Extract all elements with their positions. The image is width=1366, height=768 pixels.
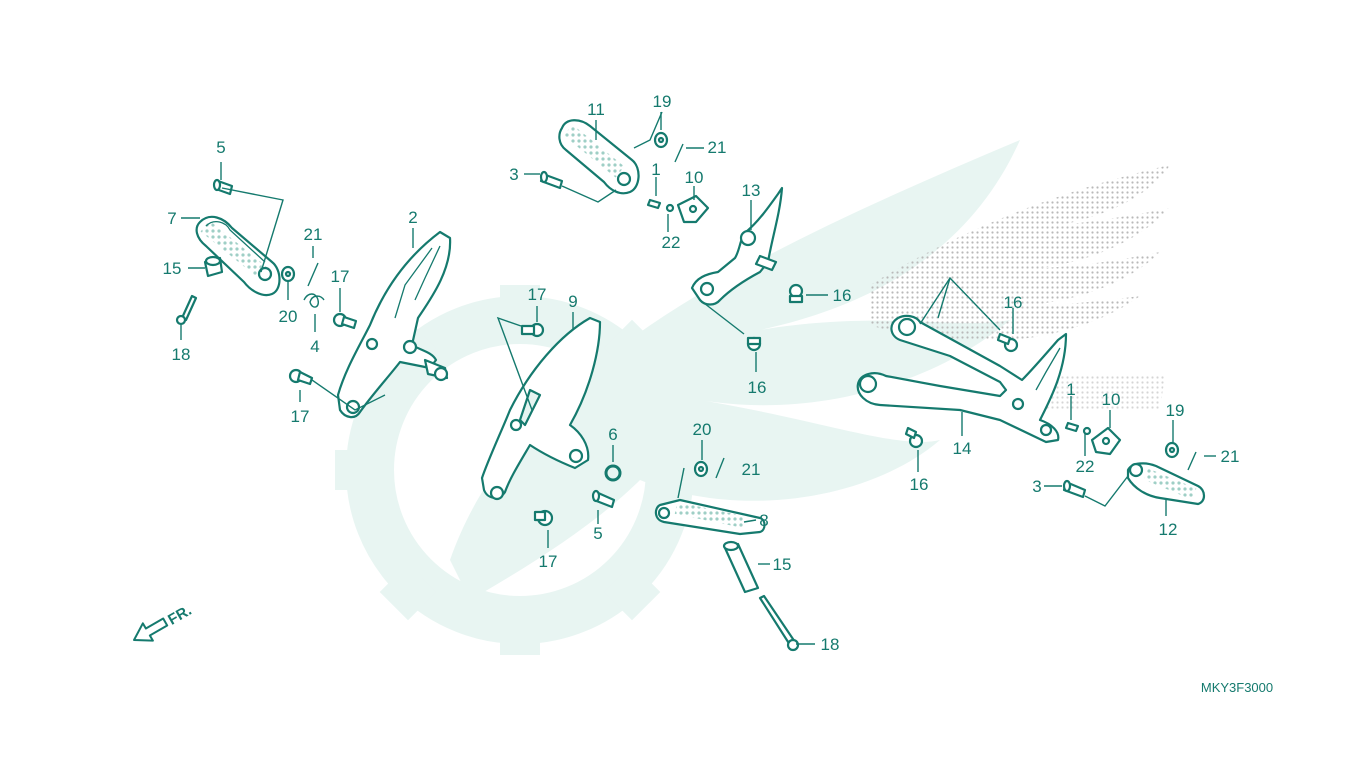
callout-11: 11 [587,100,605,119]
callout-22-right: 22 [1076,457,1095,476]
callout-20-left: 20 [279,307,298,326]
callout-13: 13 [742,181,761,200]
callout-16-right-top: 16 [1004,293,1023,312]
bolt-18-center [758,594,800,652]
callout-19-top: 19 [653,92,672,111]
pin-5-left [212,178,234,196]
callout-7: 7 [167,209,176,228]
ball-1-top [646,198,662,210]
bracket-9 [480,316,602,501]
callout-4: 4 [310,337,319,356]
callout-21-center: 21 [742,460,761,479]
passenger-footpeg-11 [558,119,640,195]
diagram-code: MKY3F3000 [1201,680,1273,695]
callout-10-right: 10 [1102,390,1121,409]
callout-21-right: 21 [1221,447,1240,466]
bolt-17-left-top [332,312,358,330]
washer-20-left [280,265,296,283]
ball-22-top [665,203,675,213]
collar-15-left [203,255,224,278]
bolt-17-center-bottom [533,509,554,527]
right-footpeg-8 [654,498,766,536]
callout-21-left: 21 [304,225,323,244]
plate-10-right [1090,426,1122,456]
passenger-footpeg-12 [1126,462,1206,506]
plate-10-top [676,194,710,224]
callout-6: 6 [608,425,617,444]
bolt-16-top-a [788,283,804,304]
callout-12: 12 [1159,520,1178,539]
callout-17-left-top: 17 [331,267,350,286]
washer-19-top [653,131,669,149]
callout-5-left: 5 [216,138,225,157]
pin-3-top [539,170,564,190]
left-footpeg-7 [195,215,281,297]
callout-1-right: 1 [1066,380,1075,399]
callout-21-top: 21 [708,138,727,157]
bolt-17-left-bottom [288,368,314,386]
callout-17-center-top: 17 [528,285,547,304]
callout-10-top: 10 [685,168,704,187]
callout-22-top: 22 [662,233,681,252]
bolt-17-center-top [520,322,545,338]
leader-lines [180,111,1216,645]
callout-8: 8 [759,511,768,530]
callout-2: 2 [408,208,417,227]
callout-16-top-b: 16 [748,378,767,397]
ball-22-right [1082,426,1092,436]
callout-16-right-bottom: 16 [910,475,929,494]
callout-15-center: 15 [773,555,792,574]
ball-1-right [1064,421,1080,433]
washer-20-center [693,460,709,478]
callout-15-left: 15 [163,259,182,278]
pin-21-right [1187,451,1197,471]
callout-labels: 5 7 15 18 20 21 4 17 17 2 17 9 6 5 17 20… [163,92,1240,654]
bracket-14 [856,314,1068,444]
bracket-2 [336,230,452,419]
ring-6 [604,464,622,482]
callout-19-right: 19 [1166,401,1185,420]
callout-16-top-a: 16 [833,286,852,305]
washer-19-right [1164,441,1180,459]
callout-17-left-bottom: 17 [291,407,310,426]
callout-18-left: 18 [172,345,191,364]
callout-3-top: 3 [509,165,518,184]
callout-1-top: 1 [651,160,660,179]
bolt-18-left [175,294,198,326]
callout-14: 14 [953,439,972,458]
callout-17-center-bottom: 17 [539,552,558,571]
callout-9: 9 [568,292,577,311]
pin-21-top [674,143,684,163]
pin-21-left [307,262,319,287]
pin-5-center [591,489,616,509]
collar-15-center [722,540,760,594]
callout-3-right: 3 [1032,477,1041,496]
callout-5-center: 5 [593,524,602,543]
spring-4 [303,293,325,308]
callout-18-center: 18 [821,635,840,654]
pin-3-right [1062,479,1087,499]
bolt-16-top-b [746,336,762,352]
pin-21-center [715,457,725,479]
callout-20-center: 20 [693,420,712,439]
front-direction-arrow: FR. [133,602,195,642]
bolt-16-right-bottom [904,426,924,449]
bolt-16-right-top [996,332,1019,353]
front-marker-label: FR. [165,602,194,629]
